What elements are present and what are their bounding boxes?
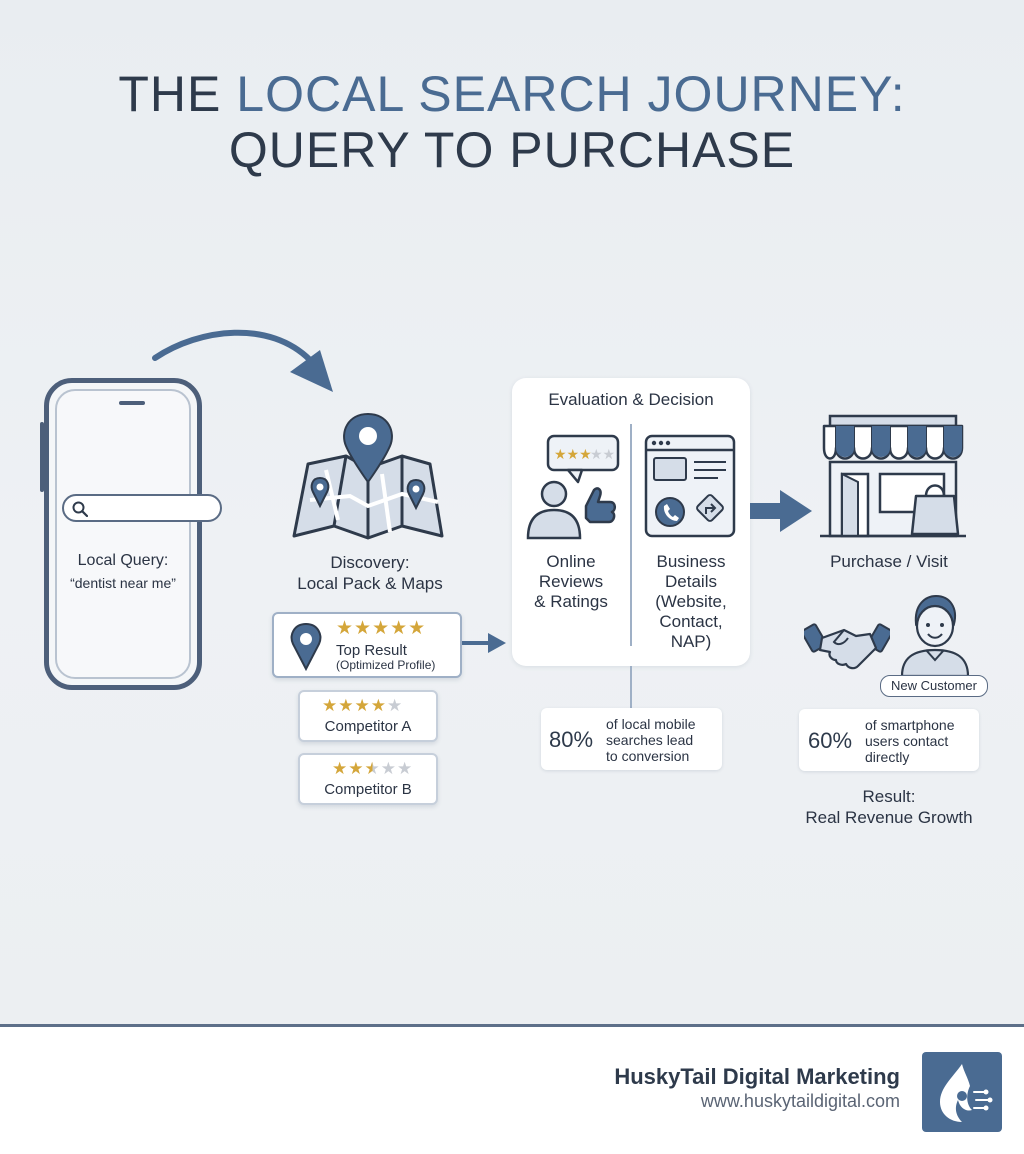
title-line2: QUERY TO PURCHASE: [228, 122, 796, 178]
brand-logo-mark: [940, 1064, 993, 1122]
stat-description: of smartphone users contact directly: [865, 717, 955, 765]
query-title: Local Query:: [77, 552, 169, 569]
arrow-right-icon: [750, 490, 812, 532]
details-line: Contact,: [659, 612, 723, 631]
reviews-line: Online: [546, 552, 596, 571]
svg-text:★★★: ★★★: [554, 447, 592, 463]
result-card-competitor-b[interactable]: ★★★★★ Competitor B: [298, 753, 438, 805]
rating-stars: ★★★★★: [322, 696, 404, 715]
result-label: Result: Real Revenue Growth: [780, 786, 998, 828]
reviews-line: & Ratings: [534, 592, 608, 611]
result-subtitle: Real Revenue Growth: [805, 808, 973, 827]
curved-arrow-icon: [152, 329, 333, 392]
rating-stars: ★★★★★: [332, 759, 414, 778]
footer-divider: [0, 1024, 1024, 1027]
phone-speaker: [119, 401, 145, 405]
svg-text:★★: ★★: [590, 447, 615, 463]
stat-line: of smartphone: [865, 717, 955, 733]
details-line: Details: [665, 572, 717, 591]
stat-connector: [630, 666, 632, 708]
arrow-right-icon: [462, 633, 506, 653]
new-customer-badge: New Customer: [880, 675, 988, 697]
brand-logo-icon: [922, 1052, 1002, 1132]
phone-screen: [55, 389, 191, 679]
stat-value: 60%: [808, 728, 853, 753]
shopping-bag-icon: [910, 484, 960, 536]
phone-side-buttons: [40, 422, 44, 492]
stat-line: users contact: [865, 733, 949, 749]
search-icon: [72, 501, 88, 517]
person-thumbs-up-icon: ★★★ ★★: [526, 434, 620, 540]
details-line: Business: [656, 552, 726, 571]
speech-bubble-icon: ★★★ ★★: [546, 434, 620, 484]
brand-url[interactable]: www.huskytaildigital.com: [700, 1091, 900, 1111]
stat-line: searches lead: [606, 732, 694, 748]
result-title: Result:: [862, 787, 916, 806]
details-label: Business Details (Website, Contact, NAP): [638, 552, 744, 652]
handshake-icon: [804, 623, 890, 670]
reviews-label: Online Reviews & Ratings: [518, 552, 624, 612]
evaluation-heading: Evaluation & Decision: [548, 390, 714, 409]
map-pin-icon: [343, 412, 393, 484]
purchase-label: Purchase / Visit: [830, 552, 948, 571]
folded-map-icon: [292, 412, 444, 540]
reviews-line: Reviews: [538, 572, 604, 591]
infographic-canvas: THE LOCAL SEARCH JOURNEY: QUERY TO PURCH…: [0, 0, 1024, 1024]
stat-line: of local mobile: [606, 716, 696, 732]
details-line: NAP): [670, 632, 712, 651]
result-title: Competitor B: [324, 781, 412, 798]
brand-name: HuskyTail Digital Marketing: [614, 1064, 900, 1089]
result-title: Top Result: [336, 642, 407, 659]
panel-divider: [630, 424, 632, 646]
rating-stars: ★★★★★: [336, 618, 427, 639]
result-title: Competitor A: [324, 718, 412, 735]
browser-window-icon: [644, 434, 736, 538]
customer-avatar-icon: [900, 594, 970, 676]
stat-card-conversion: 80% of local mobile searches lead to con…: [541, 708, 722, 770]
smartphone-icon: [44, 378, 202, 690]
details-line: (Website,: [655, 592, 727, 611]
discovery-subtitle: Local Pack & Maps: [297, 574, 443, 593]
stat-value: 80%: [549, 727, 594, 752]
evaluation-panel: Evaluation & Decision ★★★ ★★ Online Revi…: [512, 378, 750, 666]
stat-description: of local mobile searches lead to convers…: [606, 716, 696, 764]
map-pin-icon: [290, 622, 322, 672]
search-input[interactable]: [62, 494, 222, 522]
title-accent: LOCAL SEARCH JOURNEY:: [236, 66, 906, 122]
result-card-top[interactable]: ★★★★★ Top Result (Optimized Profile): [272, 612, 462, 678]
query-label: Local Query: “dentist near me”: [44, 550, 202, 594]
discovery-title: Discovery:: [330, 553, 410, 572]
stat-line: to conversion: [606, 748, 690, 764]
page-title: THE LOCAL SEARCH JOURNEY: QUERY TO PURCH…: [0, 66, 1024, 178]
result-subtitle: (Optimized Profile): [336, 658, 436, 672]
phone-icon: [655, 497, 685, 527]
discovery-label: Discovery: Local Pack & Maps: [270, 552, 470, 594]
result-card-competitor-a[interactable]: ★★★★★ Competitor A: [298, 690, 438, 742]
query-text: “dentist near me”: [70, 575, 176, 591]
stat-line: directly: [865, 749, 910, 765]
stat-card-contact: 60% of smartphone users contact directly: [799, 709, 979, 771]
directions-icon: [696, 494, 724, 522]
title-plain: THE: [118, 66, 237, 122]
